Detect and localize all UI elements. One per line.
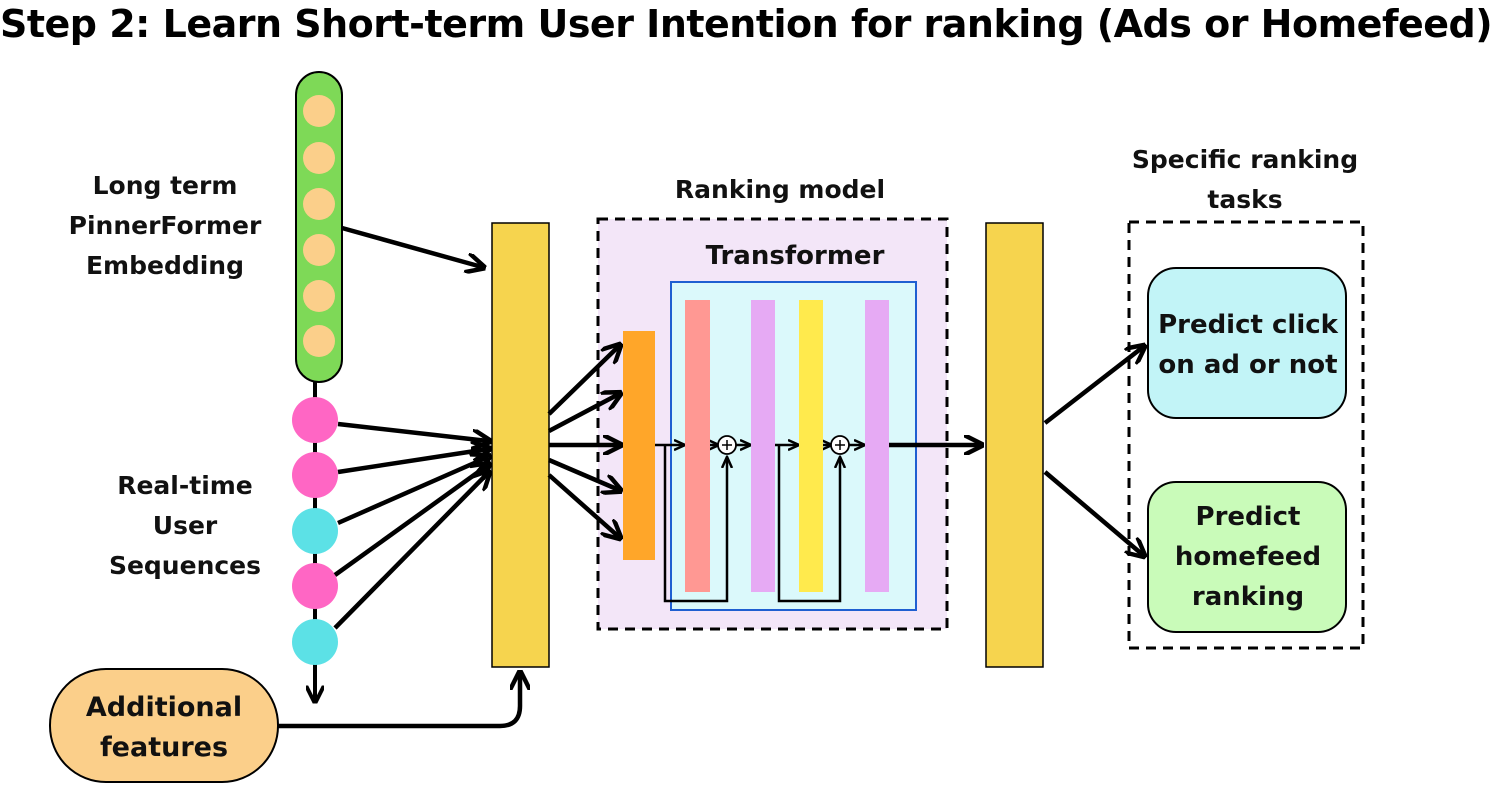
predict-click-label: Predict click on ad or not [1158,310,1338,380]
residual-connections [663,445,840,603]
ranking-model-label: Ranking model [674,175,886,204]
orange-layer [623,331,655,560]
specific-tasks-label: Specific ranking tasks [1131,145,1359,214]
sequence-dot-cyan [292,508,338,554]
realtime-sequence-dots [292,397,338,665]
embedding-dot [303,234,335,266]
additional-features-box [49,668,279,783]
embedding-dot [303,95,335,127]
attention-layer [685,300,710,592]
page-title: Step 2: Learn Short-term User Intention … [0,2,1492,46]
predict-homefeed-box [1147,481,1347,633]
diagram-svg [49,71,1365,783]
predict-click-box [1147,267,1347,419]
embedding-dot [303,188,335,220]
feedforward-layer [799,300,823,592]
circle-plus-icon [830,435,850,455]
embedding-dot [303,142,335,174]
task-arrows [1043,347,1143,555]
input-layer [491,222,550,668]
embedding-dot [303,280,335,312]
sequence-dot-pink [292,397,338,443]
sequence-dot-pink [292,452,338,498]
additional-features-label: Additional features [85,692,243,763]
embedding-dots [303,95,335,357]
long-term-embedding-label: Long term PinnerFormer Embedding [68,171,262,280]
sequence-dot-cyan [292,619,338,665]
norm-layer [751,300,775,592]
realtime-sequences-label: Real-time User Sequences [108,471,262,580]
norm-layer [865,300,889,592]
embedding-dot [303,325,335,357]
input-arrows [333,225,488,630]
additional-features-arrow [278,674,520,729]
transformer-label: Transformer [705,241,885,271]
fanout-arrows [547,346,619,537]
predict-homefeed-label: Predict homefeed ranking [1174,502,1322,612]
circle-plus-icon [717,435,737,455]
sequence-dot-pink [292,563,338,609]
output-layer [985,222,1044,668]
